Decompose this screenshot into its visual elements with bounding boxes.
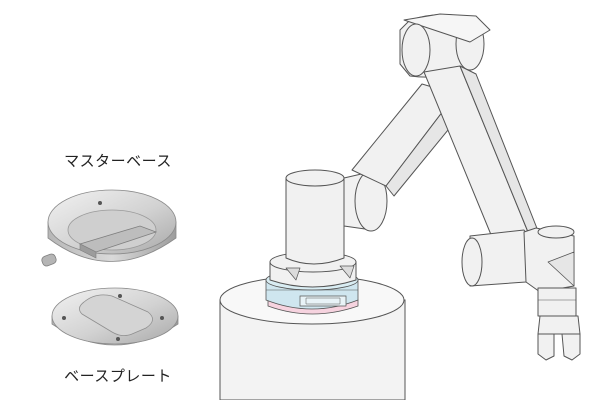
label-base-plate: ベースプレート: [64, 367, 172, 385]
label-master-base: マスターベース: [64, 152, 172, 170]
master-base-image: [41, 189, 177, 267]
robot-arm: [269, 13, 581, 361]
base-plate-image: [51, 287, 179, 346]
